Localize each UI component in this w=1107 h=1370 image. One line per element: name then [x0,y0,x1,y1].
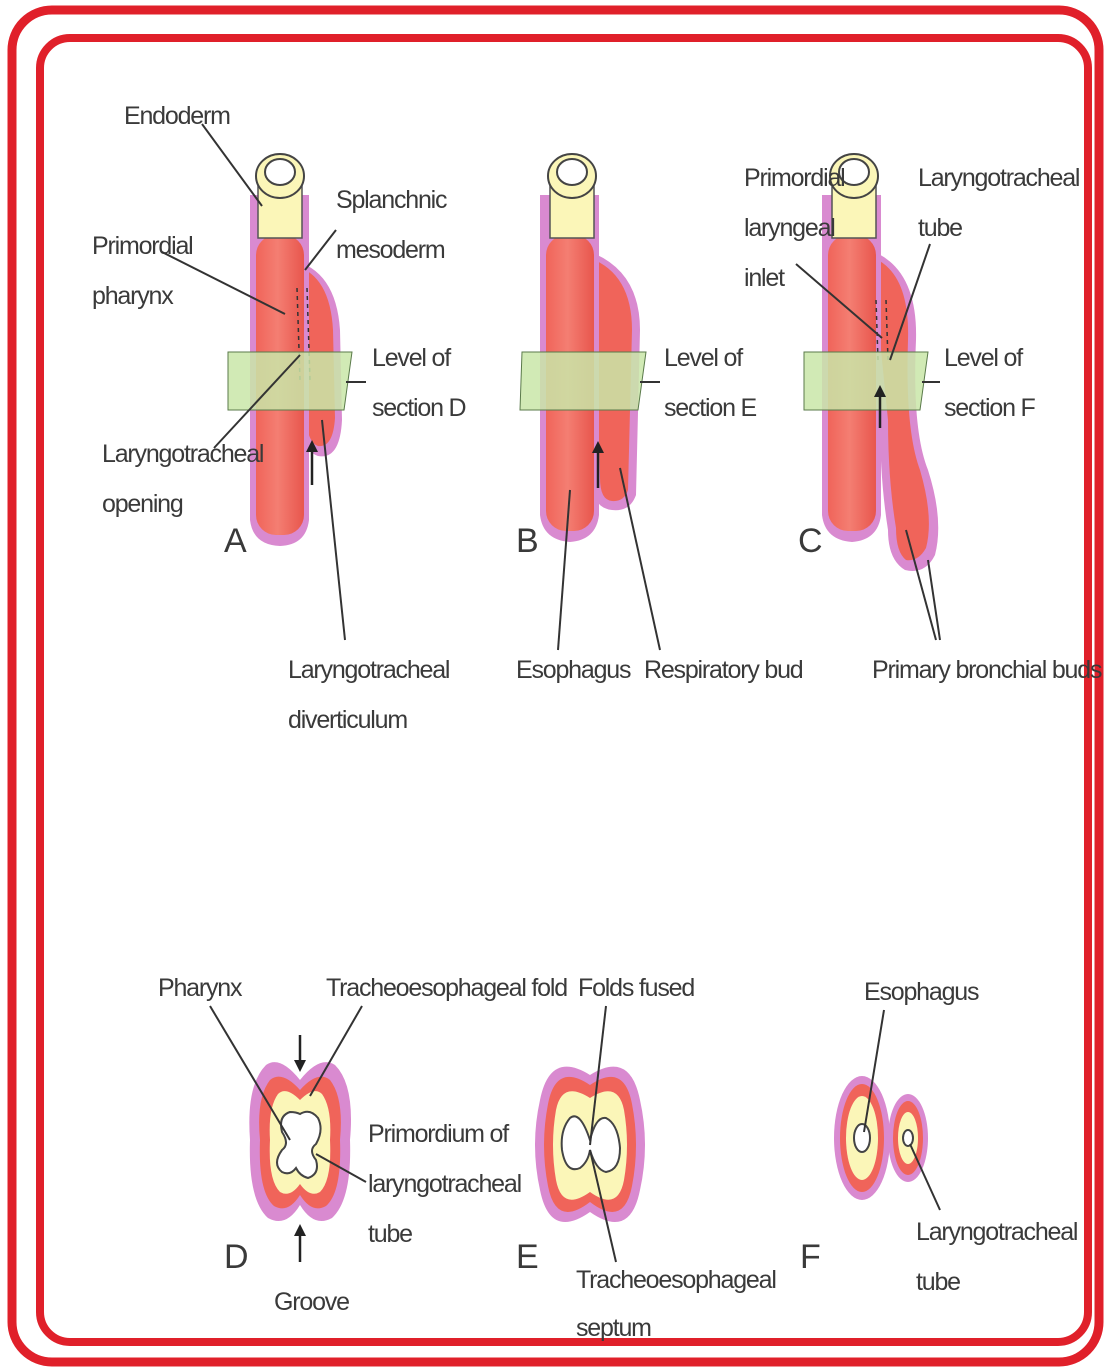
label-a-opening-2: opening [102,490,183,518]
label-d-fold: Tracheoesophageal fold [326,974,567,1002]
panel-b-illustration [520,154,646,542]
label-d-groove: Groove [274,1288,349,1316]
label-f-tube-1: Laryngotracheal [916,1218,1077,1246]
label-c-inlet-1: Primordial [744,164,845,192]
panel-letter-b: B [516,522,539,560]
label-f-esophagus: Esophagus [864,978,979,1006]
label-b-level-2: section E [664,394,757,422]
label-a-splanchnic-1: Splanchnic [336,186,447,214]
panel-a-illustration [228,154,352,546]
label-f-tube-2: tube [916,1268,960,1296]
label-d-primordium-1: Primordium of [368,1120,509,1148]
label-c-tube-1: Laryngotracheal [918,164,1079,192]
label-c-bronchial-buds: Primary bronchial buds [872,656,1102,684]
panel-f-illustration [834,1076,928,1200]
label-d-pharynx: Pharynx [158,974,243,1002]
label-e-septum-1: Tracheoesophageal [576,1266,776,1294]
label-a-opening-1: Laryngotracheal [102,440,263,468]
panel-d-illustration [249,1035,351,1262]
label-a-pharynx-2: pharynx [92,282,174,310]
label-b-respiratory-bud: Respiratory bud [644,656,803,684]
label-c-level-1: Level of [944,344,1023,372]
label-a-diverticulum-1: Laryngotracheal [288,656,449,684]
label-b-level-1: Level of [664,344,743,372]
label-c-inlet-3: inlet [744,264,785,292]
label-a-diverticulum-2: diverticulum [288,706,407,734]
label-a-pharynx-1: Primordial [92,232,193,260]
label-e-septum-2: septum [576,1314,651,1342]
label-d-primordium-3: tube [368,1220,412,1248]
label-a-splanchnic-2: mesoderm [336,236,445,264]
panel-letter-e: E [516,1238,539,1276]
label-c-inlet-2: laryngeal [744,214,835,242]
label-a-level-1: Level of [372,344,451,372]
panel-letter-f: F [800,1238,821,1276]
label-a-level-2: section D [372,394,466,422]
label-e-folds-fused: Folds fused [578,974,694,1002]
panel-letter-d: D [224,1238,249,1276]
label-c-tube-2: tube [918,214,962,242]
panel-letter-a: A [224,522,247,560]
panel-letter-c: C [798,522,823,560]
label-a-endoderm: Endoderm [124,102,230,130]
label-d-primordium-2: laryngotracheal [368,1170,521,1198]
label-c-level-2: section F [944,394,1036,422]
label-b-esophagus: Esophagus [516,656,631,684]
